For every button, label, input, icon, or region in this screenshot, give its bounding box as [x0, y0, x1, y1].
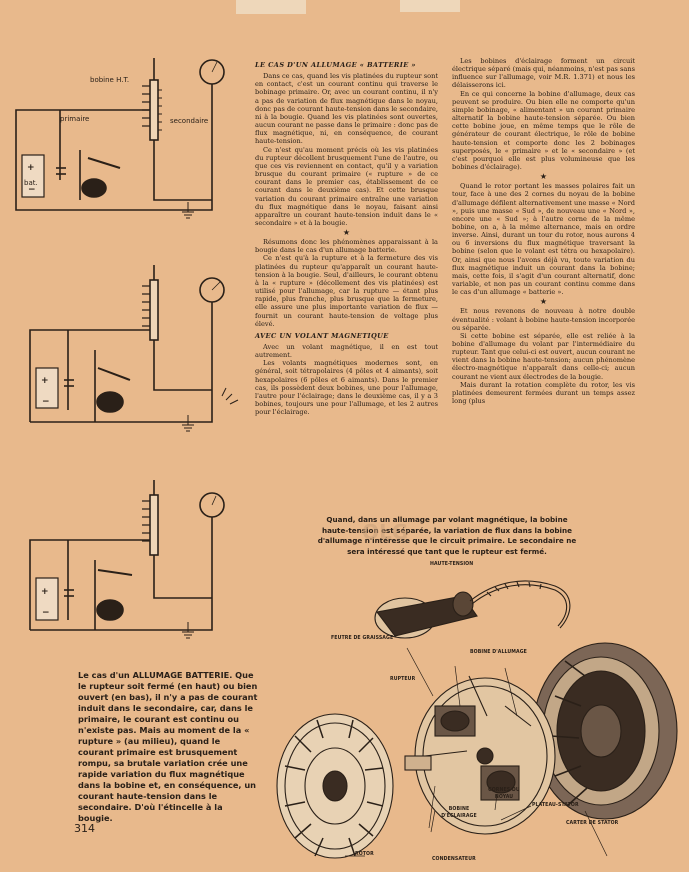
- paragraph: Et nous revenons de nouveau à notre doub…: [452, 307, 635, 332]
- svg-text:−: −: [42, 397, 50, 407]
- star-separator: ★: [342, 228, 351, 238]
- paragraph: Ce n'est qu'au moment précis où les vis …: [255, 145, 438, 227]
- label-secondary: secondaire: [170, 117, 209, 125]
- text-column-2: Les bobines d'éclairage forment un circu…: [452, 57, 635, 405]
- label-rotor: ROTOR: [355, 851, 374, 857]
- caption-battery: Le cas d'un ALLUMAGE BATTERIE. Que le ru…: [78, 670, 258, 823]
- label-core-horns: CORNES DU NOYAU: [488, 787, 520, 800]
- watermark-logo: OLG: [362, 520, 409, 544]
- star-separator: ★: [539, 297, 548, 307]
- paragraph: Quand le rotor portant les masses polair…: [452, 182, 635, 297]
- rotor-flywheel-drawing: [276, 713, 394, 859]
- page-number: 314: [74, 822, 95, 835]
- stator-plate-drawing: [404, 675, 556, 835]
- label-primary: primaire: [60, 115, 90, 123]
- battery-2: [35, 367, 59, 409]
- paragraph: Les volants magnétiques modernes sont, e…: [255, 359, 438, 417]
- svg-text:+: +: [41, 587, 49, 597]
- ht-coil-drawing: [374, 580, 571, 639]
- label-lighting-coil: BOBINE D'ÉCLAIRAGE: [441, 806, 477, 819]
- label-felt: FEUTRE DE GRAISSAGE: [331, 635, 394, 641]
- paragraph: Avec un volant magnétique, il en est tou…: [255, 343, 438, 360]
- label-high-tension: HAUTE-TENSION: [430, 561, 474, 567]
- circuit-diagrams: + − + − + −: [15, 58, 239, 639]
- battery-3: [35, 577, 59, 621]
- section-heading: LE CAS D'UN ALLUMAGE « BATTERIE »: [255, 61, 416, 69]
- tape-strip: [236, 0, 306, 14]
- text-column-1: LE CAS D'UN ALLUMAGE « BATTERIE » Dans c…: [255, 60, 438, 416]
- paragraph: Ce n'est qu'à la rupture et à la fermetu…: [255, 254, 438, 328]
- coil-2: [149, 279, 159, 341]
- coil-3: [149, 494, 159, 556]
- svg-text:+: +: [41, 376, 49, 386]
- svg-text:−: −: [42, 608, 50, 618]
- label-breaker: RUPTEUR: [390, 676, 416, 682]
- stator-housing-drawing: [532, 642, 678, 820]
- paragraph: Mais durant la rotation complète du roto…: [452, 380, 635, 406]
- battery-1: [21, 154, 45, 198]
- label-coil: bobine H.T.: [90, 76, 130, 84]
- svg-text:+: +: [27, 163, 35, 173]
- paragraph: En ce qui concerne la bobine d'allumage,…: [452, 89, 635, 172]
- paragraph: Dans ce cas, quand les vis platinées du …: [255, 72, 438, 146]
- section-heading: AVEC UN VOLANT MAGNETIQUE: [255, 331, 389, 340]
- svg-text:−: −: [28, 185, 36, 195]
- star-separator: ★: [539, 172, 548, 182]
- coil-1: [149, 79, 159, 141]
- label-battery: bat.: [24, 179, 38, 187]
- label-stator-plate: PLATEAU-STATOR: [532, 802, 579, 808]
- caption-magneto: Quand, dans un allumage par volant magné…: [317, 515, 577, 556]
- label-capacitor: CONDENSATEUR: [432, 856, 476, 862]
- paragraph: Si cette bobine est séparée, elle est re…: [452, 331, 635, 381]
- label-stator-case: CARTER DE STATOR: [566, 820, 619, 826]
- paragraph: Résumons donc les phénomènes apparaissan…: [255, 238, 438, 255]
- label-ignition-coil: BOBINE D'ALLUMAGE: [470, 649, 527, 655]
- tape-strip: [400, 0, 460, 12]
- paragraph: Les bobines d'éclairage forment un circu…: [452, 57, 635, 90]
- magneto-exploded-drawing: [276, 580, 678, 859]
